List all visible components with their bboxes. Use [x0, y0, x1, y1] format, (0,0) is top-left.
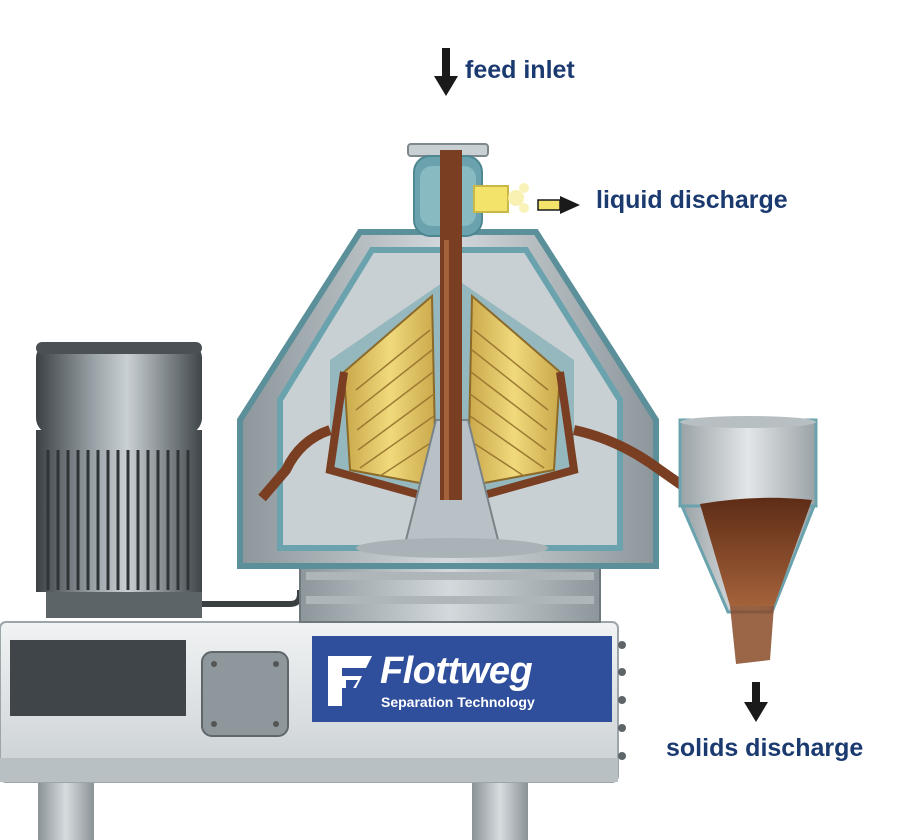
frame-bottom-band: [0, 758, 618, 782]
brand-tagline: Separation Technology: [381, 694, 535, 710]
liquid-discharge-label: liquid discharge: [596, 186, 788, 214]
flottweg-logo-icon: [328, 656, 372, 706]
solids-channel-left: [258, 425, 332, 502]
brand-panel: [312, 636, 612, 722]
housing-lower: [299, 559, 601, 623]
inspection-hatch: [201, 651, 289, 737]
liquid-outlet: [473, 183, 529, 213]
arrow-down-icon: [744, 682, 768, 722]
brand-name: Flottweg: [380, 650, 533, 692]
frame-dark-panel: [10, 640, 186, 716]
feed-inlet-label: feed inlet: [465, 56, 575, 84]
base-leg-left: [38, 780, 94, 840]
solids-discharge-label: solids discharge: [666, 734, 864, 762]
arrow-right-icon: [537, 196, 580, 214]
arrow-down-icon: [434, 48, 458, 96]
base-leg-right: [472, 780, 528, 840]
solids-hopper: [678, 416, 818, 664]
motor-cable: [202, 590, 303, 607]
inlet-assembly: [407, 143, 489, 240]
drive-motor: [36, 342, 202, 618]
